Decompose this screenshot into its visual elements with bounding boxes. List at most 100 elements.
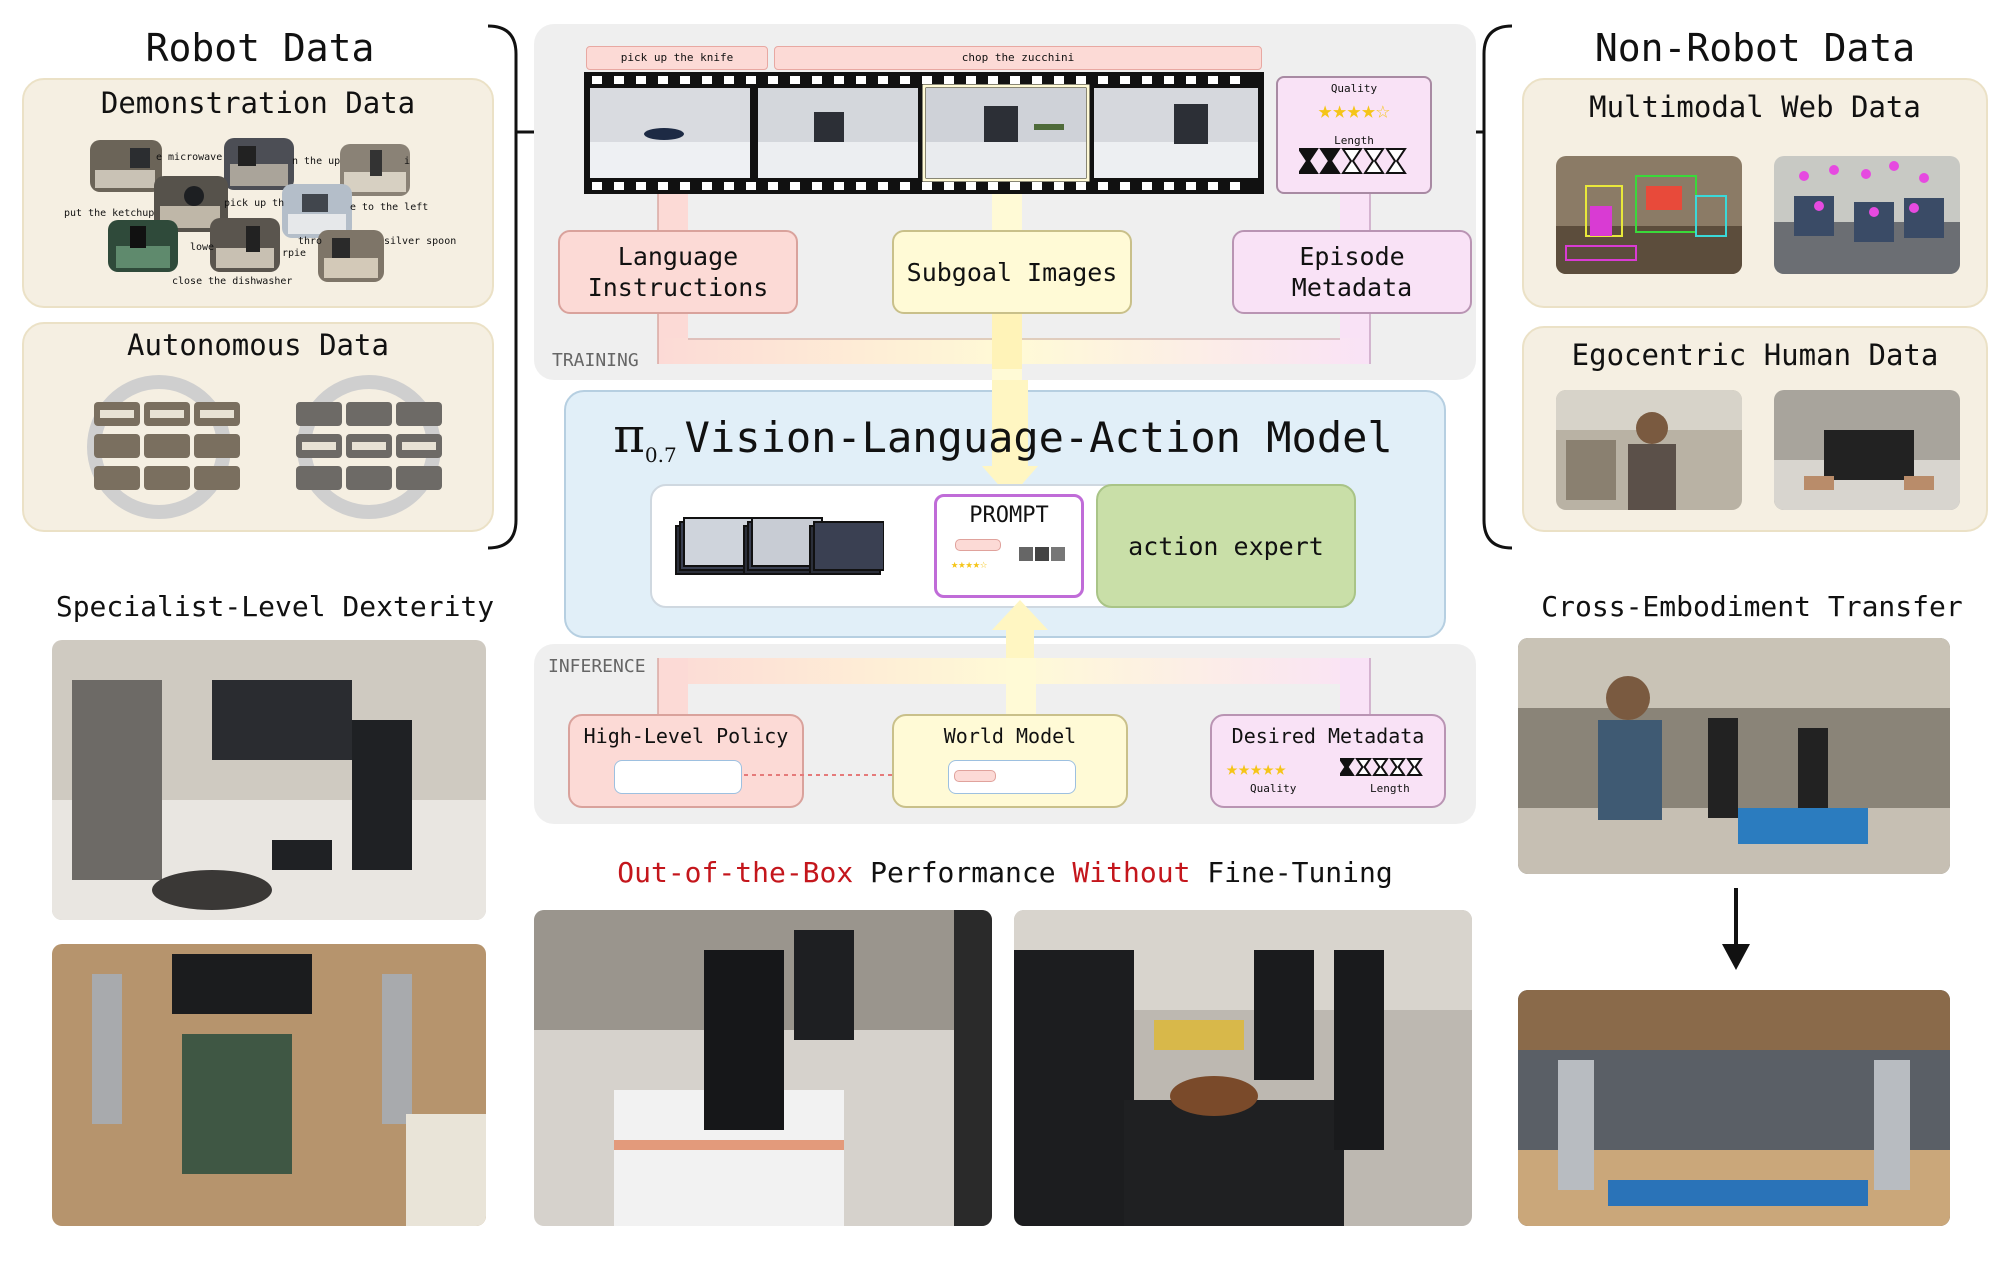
episode-metadata-box: Episode Metadata <box>1232 230 1472 314</box>
autonomous-cycle-icon <box>87 375 442 519</box>
training-tag: TRAINING <box>552 350 639 371</box>
inference-tag: INFERENCE <box>548 656 646 677</box>
vla-title: π0.7 Vision-Language-Action Model <box>564 408 1442 467</box>
high-level-policy-box: High-Level Policy <box>568 714 804 808</box>
transfer-photo-human <box>1518 638 1950 874</box>
hourglass-icon <box>1363 148 1385 174</box>
quality-label: Quality <box>1330 82 1378 95</box>
dexterity-photo-coffee <box>52 640 486 920</box>
demo-caption: rpie <box>282 248 307 259</box>
hourglass-icon <box>1319 148 1341 174</box>
high-level-policy-label: High-Level Policy <box>583 724 789 748</box>
star-icon: ★ <box>965 557 973 571</box>
demo-caption: thro <box>298 236 323 247</box>
autonomous-data-title: Autonomous Data <box>127 328 389 362</box>
world-model-text-pill <box>954 770 996 782</box>
hourglass-icon <box>1338 758 1355 776</box>
world-model-label: World Model <box>943 724 1077 748</box>
autonomous-data-panel: Autonomous Data <box>22 322 494 532</box>
human-photo-hands <box>1774 390 1960 510</box>
star-icon: ★ <box>1250 756 1263 780</box>
desired-metadata-label: Desired Metadata <box>1231 724 1425 748</box>
demo-caption: pick up th <box>224 198 285 209</box>
star-icon: ★ <box>972 557 980 571</box>
demo-caption: put the ketchup <box>64 208 155 219</box>
prompt-text-pill <box>955 539 1001 551</box>
non-robot-data-heading: Non-Robot Data <box>1594 26 1916 70</box>
robot-data-heading: Robot Data <box>145 26 375 70</box>
prompt-image-icon <box>1019 547 1065 561</box>
transfer-heading: Cross-Embodiment Transfer <box>1541 590 1963 623</box>
pi-subscript: 0.7 <box>644 443 677 467</box>
demo-photo <box>318 230 384 282</box>
demo-caption: i <box>404 156 411 167</box>
prompt-stars: ★★★★☆ <box>951 557 987 571</box>
film-label-zucchini: chop the zucchini <box>774 46 1262 70</box>
length-label: Length <box>1334 134 1374 147</box>
star-icon: ★ <box>1346 96 1362 124</box>
action-expert-box[interactable]: action expert <box>1096 484 1356 608</box>
demo-photo <box>340 144 410 196</box>
demo-caption: e to the left <box>350 202 429 213</box>
vla-title-text: Vision-Language-Action Model <box>684 413 1393 462</box>
human-data-panel: Egocentric Human Data <box>1522 326 1988 532</box>
hourglass-icon <box>1341 148 1363 174</box>
oob-photo-airfryer <box>1014 910 1472 1226</box>
observation-frames <box>675 517 884 575</box>
demo-caption: silver spoon <box>384 236 457 247</box>
star-icon: ★ <box>1332 96 1347 124</box>
language-instructions-box: Language Instructions <box>558 230 798 314</box>
star-icon: ★ <box>1226 756 1239 780</box>
web-data-panel: Multimodal Web Data <box>1522 78 1988 308</box>
star-icon: ★ <box>1274 756 1287 780</box>
oob-part-highlight: Out-of-the-Box <box>617 856 854 889</box>
desired-quality-label: Quality <box>1250 782 1297 795</box>
web-data-title: Multimodal Web Data <box>1589 90 1921 124</box>
world-model-box: World Model <box>892 714 1128 808</box>
demo-caption: close the dishwasher <box>172 276 293 287</box>
star-icon: ★ <box>1238 756 1251 780</box>
demo-photo <box>282 184 352 238</box>
hourglass-icon <box>1355 758 1372 776</box>
hourglass-icon <box>1385 148 1407 174</box>
star-icon: ★ <box>1317 96 1333 124</box>
demo-caption: e microwave <box>156 152 223 163</box>
star-icon: ★ <box>951 557 959 571</box>
film-label-knife: pick up the knife <box>586 46 768 70</box>
quality-stars: ★★★★☆ <box>1278 96 1430 124</box>
episode-metadata-card: Quality ★★★★☆ Length <box>1276 76 1432 194</box>
web-photo-detection <box>1556 156 1742 274</box>
demo-photo <box>108 220 178 272</box>
demonstration-data-title: Demonstration Data <box>100 86 416 120</box>
human-photo-person <box>1556 390 1742 510</box>
desired-metadata-box: Desired Metadata ★★★★★ Quality Length <box>1210 714 1446 808</box>
dexterity-photo-fold <box>52 944 486 1226</box>
transfer-photo-robot <box>1518 990 1950 1226</box>
web-photo-points <box>1774 156 1960 274</box>
policy-output-pill <box>614 760 742 794</box>
length-hourglasses <box>1278 148 1430 178</box>
inference-connectors <box>657 600 1371 720</box>
hourglass-icon <box>1297 148 1319 174</box>
star-icon: ★ <box>958 557 966 571</box>
hourglass-icon <box>1389 758 1406 776</box>
film-strip <box>584 72 1264 194</box>
demo-caption: lowe <box>190 242 215 253</box>
demo-photo <box>210 218 280 272</box>
desired-length-hourglasses <box>1338 758 1425 780</box>
demo-photo <box>90 140 162 192</box>
star-icon: ★ <box>1361 96 1376 124</box>
world-model-output-pill <box>948 760 1076 794</box>
demonstration-data-panel: Demonstration Data put the ketchup e mic… <box>22 78 494 308</box>
oob-part-highlight: Without <box>1072 856 1191 889</box>
oob-heading: Out-of-the-Box Performance Without Fine-… <box>534 856 1476 889</box>
demo-caption: n the up <box>292 156 341 167</box>
oob-photo-trash <box>534 910 992 1226</box>
oob-part-plain: Performance <box>853 856 1073 889</box>
training-connectors <box>657 194 1371 484</box>
hourglass-icon <box>1372 758 1389 776</box>
vla-flow-arrow <box>982 380 1038 498</box>
prompt-label: PROMPT <box>969 503 1049 528</box>
star-icon: ★ <box>1262 756 1275 780</box>
pi-symbol: π <box>613 408 645 464</box>
